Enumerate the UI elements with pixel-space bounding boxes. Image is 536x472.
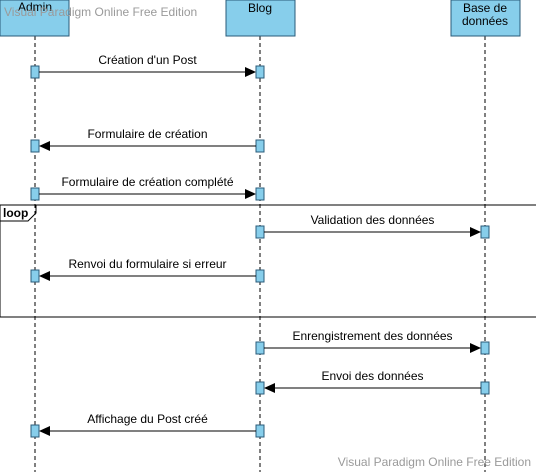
message-1-arrowhead bbox=[245, 67, 256, 77]
participant-admin-label: Admin bbox=[18, 0, 52, 14]
message-2-label: Formulaire de création bbox=[87, 127, 207, 141]
message-8-label: Affichage du Post créé bbox=[87, 412, 208, 426]
activation-db-3 bbox=[480, 381, 490, 395]
activation-admin-5 bbox=[30, 424, 40, 438]
message-8-arrowhead bbox=[39, 426, 50, 436]
activation-db-1 bbox=[480, 225, 490, 239]
activation-blog-8 bbox=[255, 424, 265, 438]
message-2[interactable]: Formulaire de création bbox=[39, 127, 256, 151]
activation-blog-3 bbox=[255, 187, 265, 201]
watermark-top: Visual Paradigm Online Free Edition bbox=[4, 5, 197, 19]
activation-blog-6 bbox=[255, 341, 265, 355]
activation-db-2 bbox=[480, 341, 490, 355]
message-4[interactable]: Validation des données bbox=[264, 213, 481, 237]
message-5[interactable]: Renvoi du formulaire si erreur bbox=[39, 257, 256, 281]
message-1-label: Création d'un Post bbox=[98, 53, 197, 67]
activation-admin-2 bbox=[30, 139, 40, 153]
participant-db[interactable]: Base de données bbox=[450, 0, 521, 37]
loop-keyword: loop bbox=[3, 206, 28, 220]
message-4-arrowhead bbox=[470, 227, 481, 237]
participant-blog-label: Blog bbox=[248, 1, 272, 15]
message-7-arrowhead bbox=[264, 383, 275, 393]
activation-blog-5 bbox=[255, 269, 265, 283]
activation-blog-7 bbox=[255, 381, 265, 395]
watermark-bottom: Visual Paradigm Online Free Edition bbox=[338, 455, 531, 469]
activation-blog-4 bbox=[255, 225, 265, 239]
loop-fragment: loop bbox=[0, 204, 536, 318]
message-6-label: Enrengistrement des données bbox=[292, 329, 452, 343]
message-6[interactable]: Enrengistrement des données bbox=[264, 329, 481, 353]
activation-blog-2 bbox=[255, 139, 265, 153]
participant-admin[interactable]: Admin bbox=[0, 0, 70, 37]
message-7-label: Envoi des données bbox=[321, 369, 423, 383]
message-5-arrowhead bbox=[39, 271, 50, 281]
message-4-label: Validation des données bbox=[311, 213, 435, 227]
message-7[interactable]: Envoi des données bbox=[264, 369, 481, 393]
activation-admin-3 bbox=[30, 187, 40, 201]
message-6-arrowhead bbox=[470, 343, 481, 353]
message-3-label: Formulaire de création complété bbox=[61, 175, 233, 189]
activation-admin-4 bbox=[30, 269, 40, 283]
message-3-arrowhead bbox=[245, 189, 256, 199]
participant-blog[interactable]: Blog bbox=[225, 0, 296, 37]
message-3[interactable]: Formulaire de création complété bbox=[39, 175, 256, 199]
participant-db-label-line2: données bbox=[462, 14, 508, 28]
message-2-arrowhead bbox=[39, 141, 50, 151]
participant-db-label-line1: Base de bbox=[463, 1, 507, 15]
activation-blog-1 bbox=[255, 65, 265, 79]
message-5-label: Renvoi du formulaire si erreur bbox=[68, 257, 226, 271]
message-8[interactable]: Affichage du Post créé bbox=[39, 412, 256, 436]
activation-admin-1 bbox=[30, 65, 40, 79]
message-1[interactable]: Création d'un Post bbox=[39, 53, 256, 77]
